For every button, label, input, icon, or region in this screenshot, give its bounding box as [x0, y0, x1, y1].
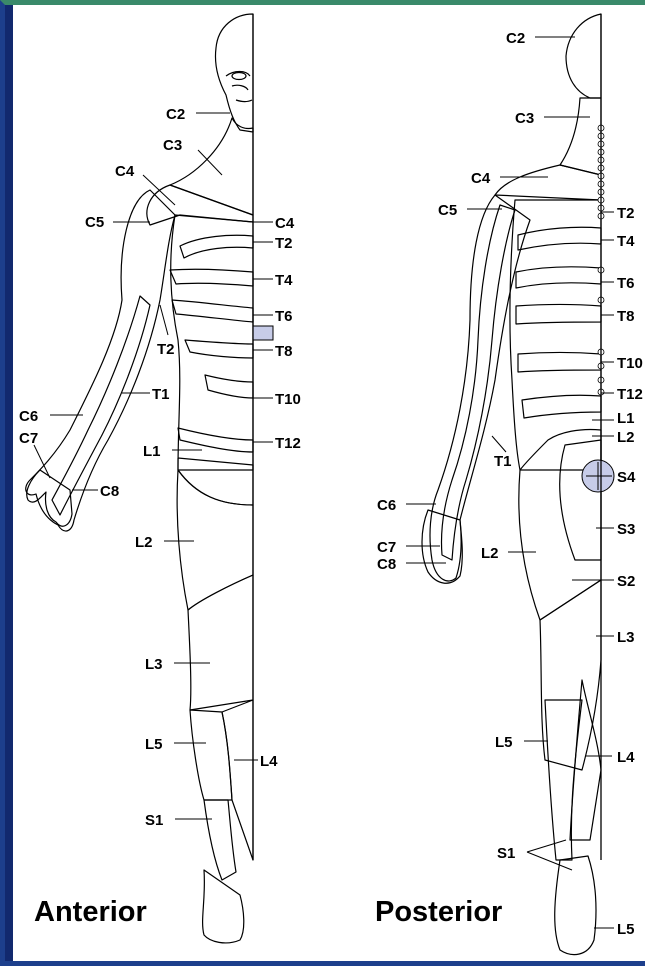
posterior-figure	[422, 14, 614, 955]
anterior-label-t2: T2	[275, 235, 293, 252]
anterior-thigh-l2	[177, 470, 253, 610]
anterior-label-l5: L5	[145, 736, 163, 753]
posterior-label-s4: S4	[617, 469, 636, 486]
anterior-labels: C2 C3 C4 C5 C4 T2 T4 T6 T8 T10 T12 T2 T1…	[19, 106, 301, 829]
posterior-label-l1: L1	[617, 410, 635, 427]
anterior-shin-l4	[222, 700, 253, 860]
anterior-label-c5: C5	[85, 214, 104, 231]
anterior-foot	[203, 870, 244, 943]
anterior-title: Anterior	[34, 896, 147, 928]
anterior-label-c2: C2	[166, 106, 185, 123]
posterior-neck-c3	[560, 98, 601, 175]
posterior-label-t2: T2	[617, 205, 635, 222]
posterior-head	[566, 14, 601, 98]
anterior-label-c7: C7	[19, 430, 38, 447]
anterior-label-t4: T4	[275, 272, 293, 289]
anterior-figure	[26, 14, 273, 943]
posterior-shoulder-c4	[495, 165, 601, 200]
posterior-label-c3: C3	[515, 110, 534, 127]
posterior-label-t10: T10	[617, 355, 643, 372]
posterior-title: Posterior	[375, 896, 502, 928]
anterior-foot-s1	[204, 800, 236, 880]
anterior-shin-l5	[190, 710, 232, 800]
anterior-arm	[26, 190, 175, 531]
anterior-label-t10: T10	[275, 391, 301, 408]
posterior-label-l5: L5	[495, 734, 513, 751]
anterior-t8-marker	[253, 326, 273, 340]
posterior-label-l2: L2	[617, 429, 635, 446]
posterior-label-c8: C8	[377, 556, 396, 573]
anterior-label-t12: T12	[275, 435, 301, 452]
anterior-label-c3: C3	[163, 137, 182, 154]
anterior-label-c6: C6	[19, 408, 38, 425]
eye-icon	[232, 73, 246, 80]
posterior-label-l3: L3	[617, 629, 635, 646]
posterior-label-l2-leg: L2	[481, 545, 499, 562]
posterior-label-s3: S3	[617, 521, 635, 538]
anterior-thigh-l3	[188, 575, 253, 710]
anterior-label-l1: L1	[143, 443, 161, 460]
posterior-arm	[430, 195, 530, 581]
posterior-label-c7: C7	[377, 539, 396, 556]
anterior-hand	[27, 470, 72, 526]
posterior-label-c5: C5	[438, 202, 457, 219]
anterior-label-c4-mid: C4	[275, 215, 295, 232]
posterior-label-c2: C2	[506, 30, 525, 47]
anterior-shoulder-c4	[147, 185, 253, 225]
anterior-label-l4: L4	[260, 753, 278, 770]
anterior-label-t6: T6	[275, 308, 293, 325]
posterior-rib-bands	[516, 227, 601, 418]
posterior-label-t12: T12	[617, 386, 643, 403]
posterior-arm-dark-band	[441, 205, 515, 560]
posterior-label-t8: T8	[617, 308, 635, 325]
posterior-calf-l5	[545, 700, 582, 860]
posterior-buttock	[519, 429, 601, 620]
anterior-label-t1: T1	[152, 386, 170, 403]
anterior-label-t8: T8	[275, 343, 293, 360]
anterior-label-t2-arm: T2	[157, 341, 175, 358]
anterior-label-c8: C8	[100, 483, 119, 500]
anterior-abdomen-l1	[178, 458, 253, 505]
posterior-label-t1: T1	[494, 453, 512, 470]
posterior-label-t6: T6	[617, 275, 635, 292]
anterior-label-c4: C4	[115, 163, 135, 180]
anterior-label-l3: L3	[145, 656, 163, 673]
posterior-s3-area	[560, 440, 601, 560]
posterior-thigh-l3	[540, 580, 601, 770]
posterior-label-s1: S1	[497, 845, 515, 862]
posterior-label-l4: L4	[617, 749, 635, 766]
posterior-label-l5-foot: L5	[617, 921, 635, 938]
anterior-label-l2: L2	[135, 534, 153, 551]
posterior-label-s2: S2	[617, 573, 635, 590]
posterior-foot	[555, 856, 596, 955]
posterior-label-t4: T4	[617, 233, 635, 250]
face-features	[226, 72, 252, 102]
posterior-label-c6: C6	[377, 497, 396, 514]
posterior-label-c4: C4	[471, 170, 491, 187]
anterior-label-s1: S1	[145, 812, 163, 829]
anterior-rib-bands	[170, 235, 253, 452]
